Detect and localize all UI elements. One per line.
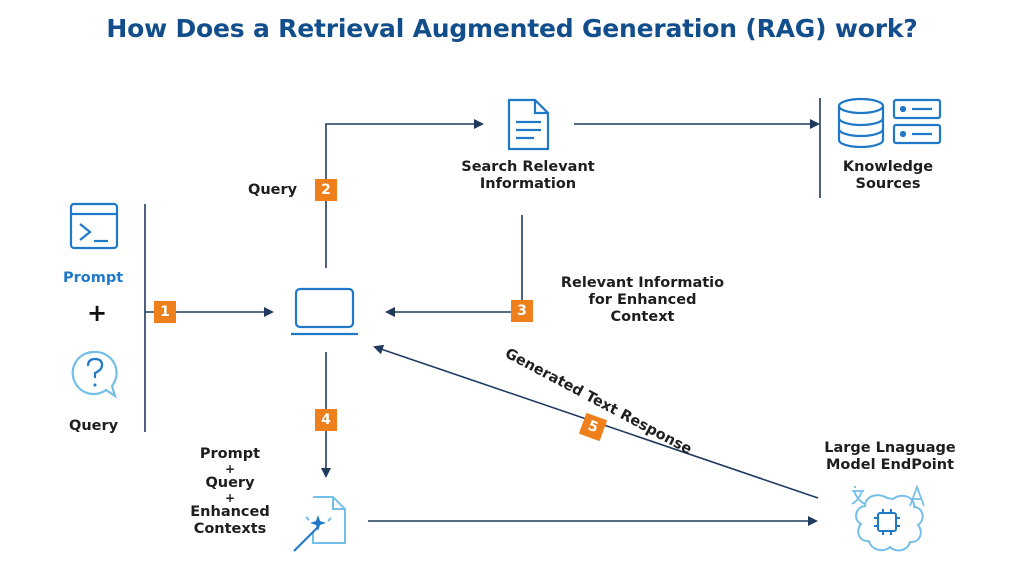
- brain-chip-icon: [855, 494, 924, 552]
- arrow-step2: [325, 119, 484, 268]
- question-bubble-icon: [71, 350, 118, 399]
- knowledge-sources-label: Knowledge Sources: [818, 159, 958, 193]
- knowledge-label-line1: Knowledge: [842, 159, 934, 175]
- server-icon: [892, 98, 942, 145]
- search-label-line2: Information: [479, 176, 577, 192]
- step-1-badge: 1: [154, 301, 176, 323]
- query-step-label: Query: [248, 182, 298, 198]
- stack-plus-2: +: [224, 491, 236, 505]
- llm-endpoint-label: Large Lnaguage Model EndPoint: [805, 440, 975, 474]
- plus-sign: +: [87, 299, 108, 327]
- arrow-step3: [385, 215, 523, 317]
- document-icon: [507, 98, 550, 151]
- search-label-line1: Search Relevant: [461, 159, 595, 175]
- prompt-label: Prompt: [63, 270, 124, 286]
- stack-query: Query: [205, 475, 255, 491]
- step-2-badge: 2: [315, 179, 337, 201]
- stack-prompt: Prompt: [199, 446, 261, 462]
- database-icon: [837, 97, 885, 149]
- stack-contexts: Contexts: [193, 521, 267, 537]
- relevant-label-line1: Relevant Informatio: [560, 275, 725, 291]
- search-relevant-label: Search Relevant Information: [438, 159, 618, 193]
- query-input-label: Query: [69, 418, 119, 434]
- stack-enhanced: Enhanced: [190, 504, 270, 520]
- step-3-badge: 3: [511, 300, 533, 322]
- terminal-window-icon: [69, 202, 119, 250]
- step-4-badge: 4: [315, 409, 337, 431]
- llm-label-line1: Large Lnaguage: [824, 440, 956, 456]
- page-title: How Does a Retrieval Augmented Generatio…: [106, 14, 918, 43]
- relevant-label-line2: for Enhanced: [588, 292, 697, 308]
- prompt-stack-label: Prompt + Query + Enhanced Contexts: [180, 446, 280, 538]
- laptop-icon: [291, 287, 358, 336]
- magic-wand-document-icon: [293, 496, 346, 552]
- llm-label-line2: Model EndPoint: [825, 457, 955, 473]
- relevant-info-label: Relevant Informatio for Enhanced Context: [540, 275, 745, 326]
- relevant-label-line3: Context: [610, 309, 675, 325]
- stack-plus-1: +: [224, 462, 236, 476]
- knowledge-label-line2: Sources: [855, 176, 921, 192]
